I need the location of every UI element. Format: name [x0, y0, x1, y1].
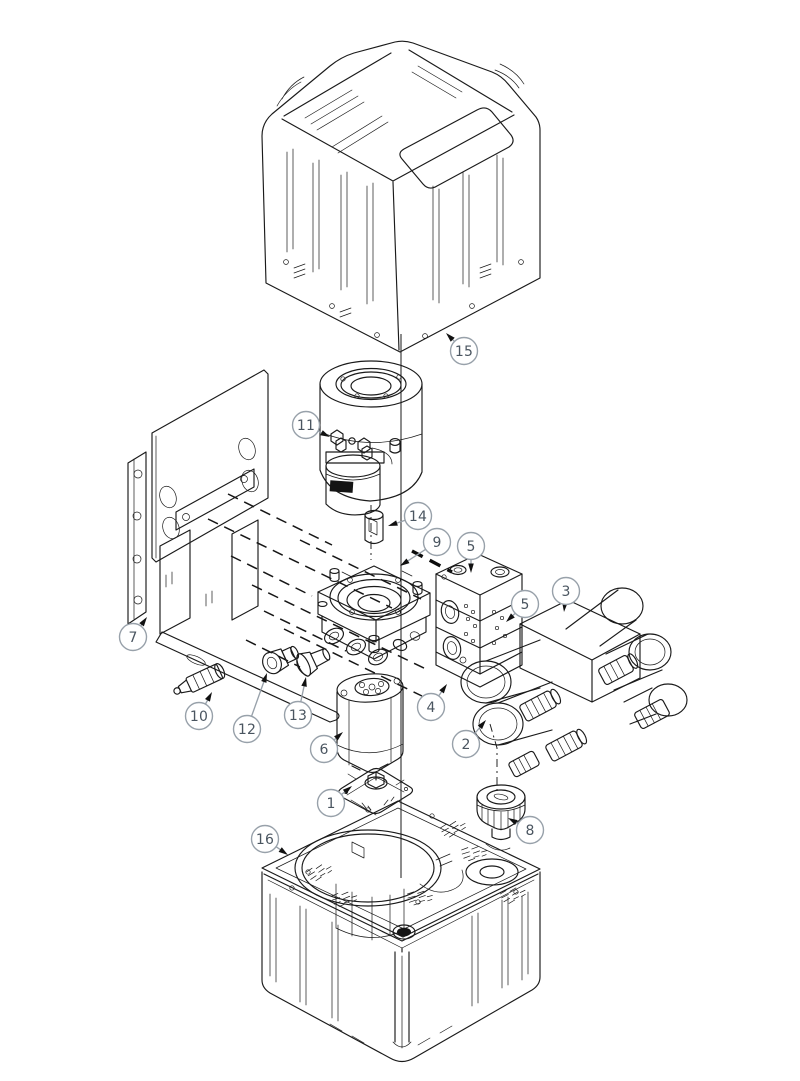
callout-16: 16: [250, 824, 288, 855]
callout-7: 7: [118, 617, 148, 652]
valve-stack-part: [435, 553, 523, 688]
callout-number: 6: [319, 742, 328, 758]
callout-14: 14: [388, 501, 433, 531]
fitting-10-part: [173, 663, 226, 695]
callout-2: 2: [451, 720, 486, 759]
callout-13: 13: [283, 677, 313, 730]
callout-number: 14: [409, 509, 427, 525]
callout-5: 5: [456, 531, 486, 573]
callout-number: 5: [466, 539, 475, 555]
callout-6: 6: [309, 732, 343, 764]
callout-8: 8: [508, 815, 545, 845]
motor-part: [319, 360, 423, 516]
callout-number: 13: [289, 708, 307, 724]
callout-10: 10: [184, 692, 214, 731]
breather-cap-part: [476, 784, 526, 841]
callout-number: 2: [461, 737, 470, 753]
solenoid-part: [325, 437, 385, 516]
coupling-part: [364, 509, 384, 545]
callout-number: 9: [432, 535, 441, 551]
fitting-12-part: [262, 645, 300, 675]
valve-coils-part: [460, 587, 688, 778]
callout-4: 4: [416, 684, 447, 722]
callout-number: 15: [455, 344, 473, 360]
callout-number: 8: [525, 823, 534, 839]
callout-3: 3: [551, 576, 581, 612]
callout-number: 3: [561, 584, 570, 600]
callout-layer: 15 11 14 9 5 5 3 7 10 12 13 4 6 2 1 8 16: [118, 333, 581, 855]
motor-terminals: [330, 429, 401, 465]
callout-number: 16: [256, 832, 274, 848]
callout-number: 11: [297, 418, 315, 434]
cover-part: [261, 40, 541, 353]
callout-12: 12: [232, 673, 267, 744]
phantom-lines: [207, 493, 453, 697]
callout-1: 1: [316, 786, 352, 818]
callout-number: 12: [238, 722, 256, 738]
callout-number: 1: [326, 796, 335, 812]
center-axis-lines: [370, 334, 498, 878]
callout-number: 4: [426, 700, 435, 716]
callout-15: 15: [446, 333, 479, 366]
callout-number: 10: [190, 709, 208, 725]
fitting-13-part: [296, 648, 331, 677]
pump-part: [336, 673, 404, 774]
callout-11: 11: [291, 410, 330, 440]
callout-9: 9: [400, 527, 452, 566]
callout-number: 5: [520, 597, 529, 613]
tank-part: [261, 800, 541, 1063]
suction-flange-part: [337, 767, 414, 816]
callout-5: 5: [506, 589, 540, 622]
callout-number: 7: [128, 630, 137, 646]
pump-head-part: [317, 565, 431, 666]
